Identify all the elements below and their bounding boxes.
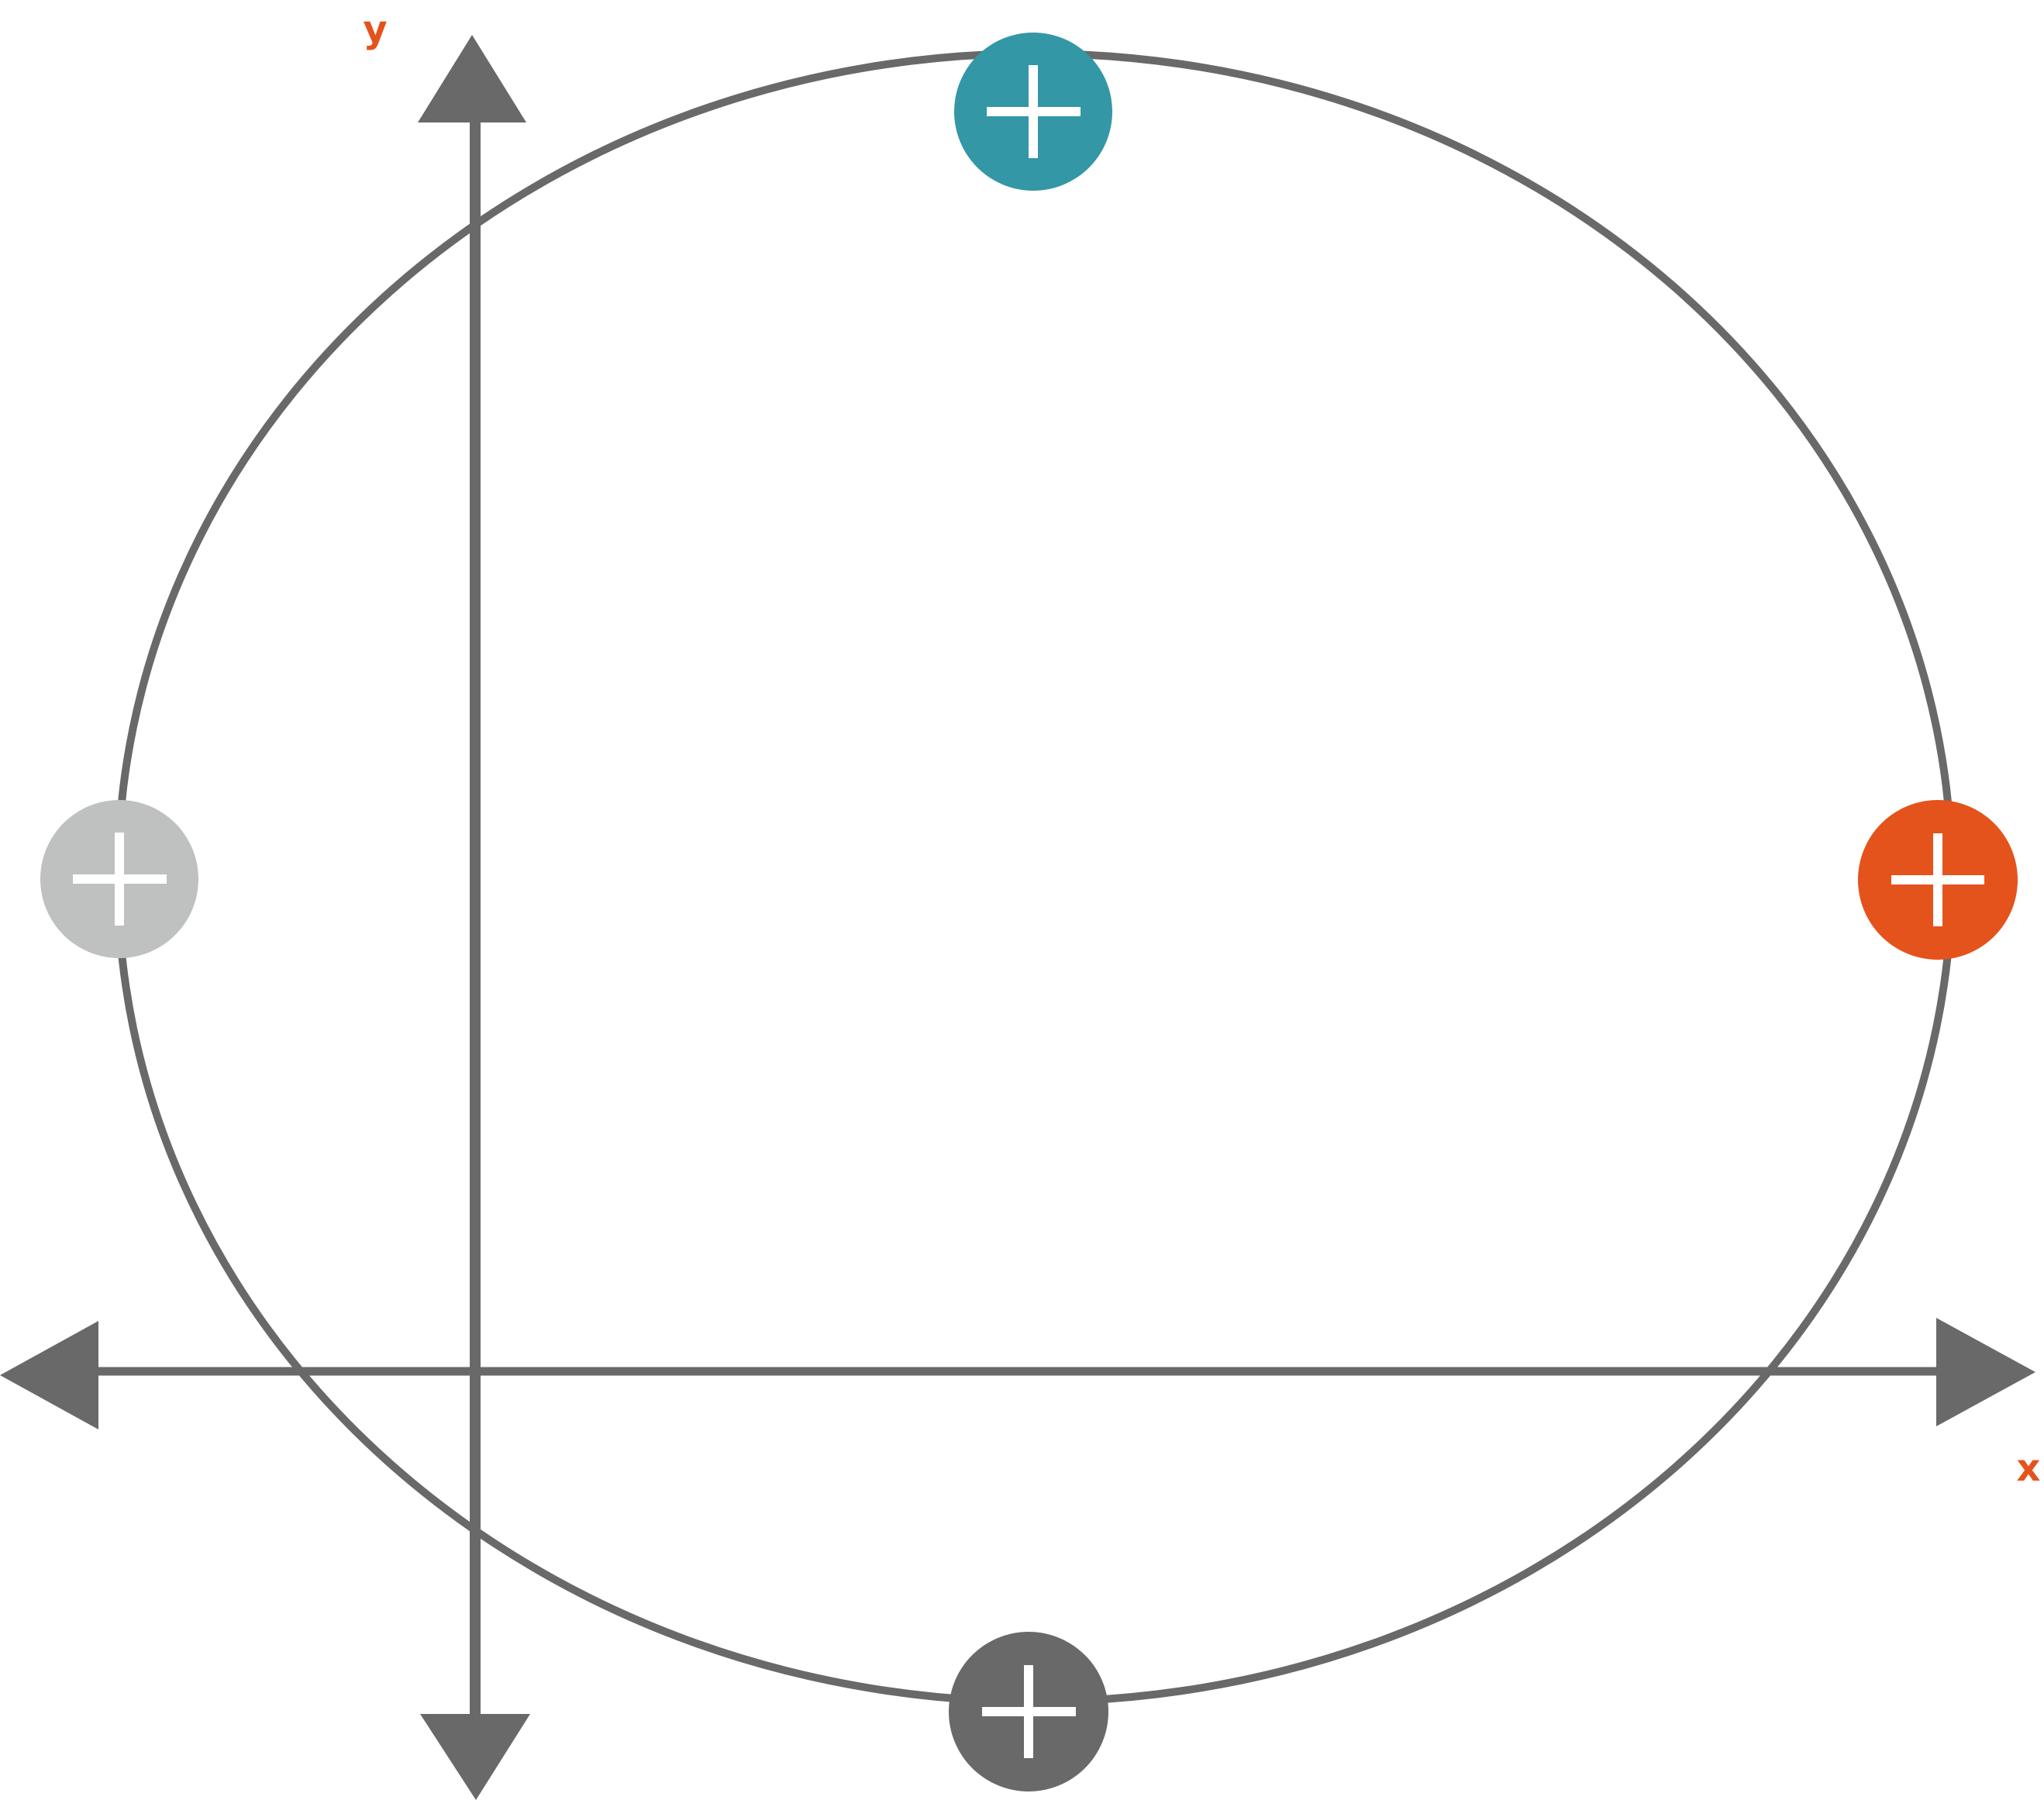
- y-axis-down-arrow-icon: [420, 1714, 530, 1800]
- x-axis-left-arrow-icon: [0, 1321, 98, 1429]
- y-axis-up-arrow-icon: [418, 35, 526, 122]
- marker-top: [954, 33, 1112, 191]
- marker-right: [1858, 800, 2018, 960]
- x-axis: [0, 1318, 2035, 1429]
- y-axis: [418, 35, 530, 1800]
- x-axis-label: x: [2017, 1447, 2041, 1490]
- plus-icon: [982, 1665, 1076, 1758]
- plus-icon: [987, 65, 1081, 158]
- ellipse-outline: [114, 50, 1956, 1705]
- plus-icon: [73, 833, 167, 926]
- x-axis-right-arrow-icon: [1936, 1318, 2035, 1426]
- plus-icon: [1891, 833, 1984, 926]
- y-axis-label: y: [363, 8, 387, 51]
- marker-left: [40, 800, 198, 958]
- marker-bottom: [949, 1632, 1108, 1791]
